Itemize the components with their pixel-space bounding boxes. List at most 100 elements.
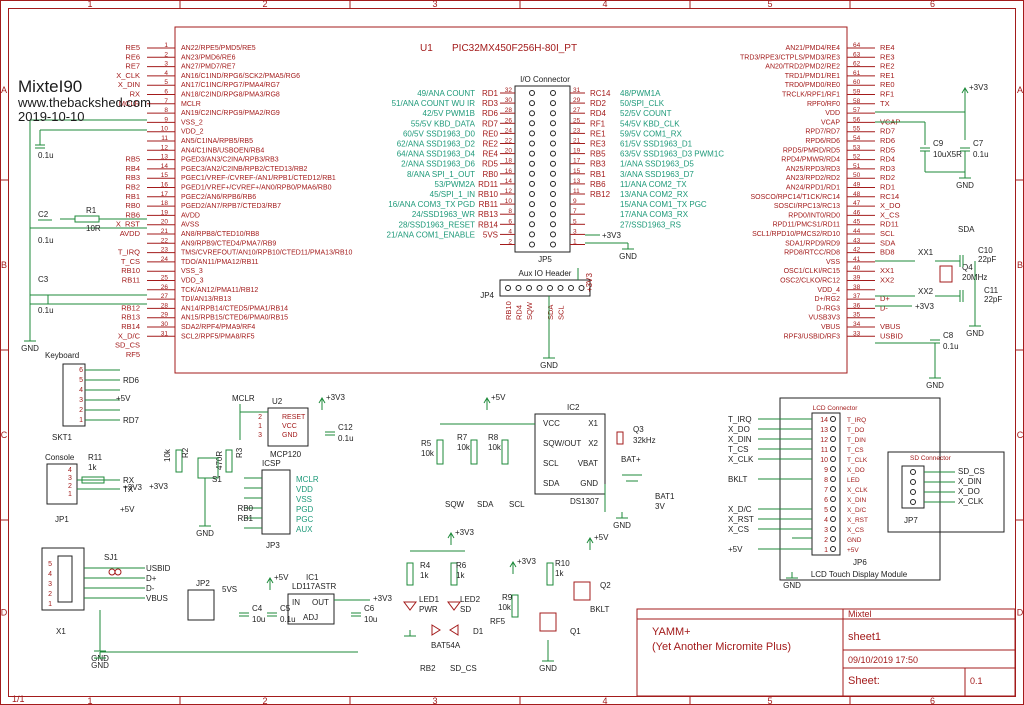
r8-body bbox=[501, 439, 509, 465]
cap-value: 10u bbox=[364, 615, 377, 624]
kbd-pin: 6 bbox=[79, 367, 83, 374]
io-left-function: 64/ANA SSD1963_D4 bbox=[397, 150, 476, 159]
mcp-pin-num: 3 bbox=[258, 432, 262, 439]
u1-left-pin: 17 bbox=[161, 191, 169, 198]
rtc-pin-right: GND bbox=[580, 479, 598, 488]
u1-left-pin: 1 bbox=[164, 42, 168, 49]
io-pin-hole bbox=[550, 170, 556, 177]
u1-left-function: PGEC1/VREF-/CVREF-/AN1/RPB1/CTED12/RB1 bbox=[181, 175, 336, 182]
usb-net: D+ bbox=[146, 574, 157, 583]
r10-ref: R10 bbox=[555, 559, 570, 568]
io-pin-hole bbox=[550, 150, 556, 157]
io-left-net: RB11 bbox=[479, 200, 499, 209]
led2-ref: LED2 bbox=[460, 595, 481, 604]
gnd-label: GND bbox=[91, 661, 109, 670]
sj1-pad bbox=[114, 568, 122, 576]
r2-body bbox=[175, 449, 183, 473]
io-right-net: RE1 bbox=[590, 129, 606, 138]
title-sheet: sheet1 bbox=[848, 631, 881, 643]
lcd-function: X_DO bbox=[847, 467, 865, 474]
icsp-title: ICSP bbox=[262, 459, 281, 468]
io-right-pin: 23 bbox=[573, 127, 581, 134]
c11-ref: C11 bbox=[984, 286, 999, 295]
io-right-pin: 9 bbox=[573, 198, 577, 205]
io-left-function: 51/ANA COUNT WU IR bbox=[392, 99, 476, 108]
sd-body bbox=[901, 465, 925, 509]
vdd4-3v3: +3V3 bbox=[915, 302, 934, 311]
c2-ref: C2 bbox=[38, 210, 49, 219]
aux-pin-hole bbox=[515, 285, 522, 291]
q2-body bbox=[573, 581, 591, 601]
io-left-function: 55/5V KBD_DATA bbox=[411, 119, 476, 128]
u1-left-function: AN18/C2IND/RPG8/PMA3/RG8 bbox=[181, 92, 280, 99]
u1-left-function: AN5/C1INA/RPB5/RB5 bbox=[181, 138, 253, 145]
c10-value: 22pF bbox=[978, 255, 996, 264]
usb-net: VBUS bbox=[146, 594, 168, 603]
gnd-label: GND bbox=[613, 521, 631, 530]
lcd-pin: 1 bbox=[824, 547, 828, 554]
console-rx: RX bbox=[123, 476, 135, 485]
sheet-corner-label: 1/1 bbox=[12, 694, 25, 704]
aux-pin-hole bbox=[526, 285, 532, 291]
lcd-connector: LCD Connector1413121110987654321T_IRQT_D… bbox=[728, 397, 941, 590]
sd-pin-hole bbox=[910, 489, 916, 495]
u1-right-function: TRD0/PMD0/RE0 bbox=[785, 82, 840, 89]
u1-left-pin: 20 bbox=[161, 219, 169, 226]
lcd-caption: LCD Touch Display Module bbox=[811, 570, 908, 579]
io-left-pin: 16 bbox=[505, 168, 513, 175]
ic1-out: OUT bbox=[312, 598, 329, 607]
u1-right-function: AN25/RPD3/RD3 bbox=[786, 166, 840, 173]
rtc-pin-left: SQW/OUT bbox=[543, 439, 581, 448]
kbd-net-5v: +5V bbox=[116, 394, 131, 403]
u1-left-pin: 25 bbox=[161, 275, 169, 282]
console-tx: TX bbox=[123, 485, 134, 494]
u1-left-pin: 15 bbox=[161, 172, 169, 179]
u1-left-function: VSS_3 bbox=[181, 268, 203, 275]
rtc-net: SQW bbox=[445, 500, 465, 509]
lcd-net: X_DIN bbox=[728, 435, 752, 444]
u1-left-pin: 27 bbox=[161, 293, 169, 300]
lcd-pin: 8 bbox=[824, 477, 828, 484]
io-right-pin: 19 bbox=[573, 148, 581, 155]
aux-pin-hole bbox=[547, 285, 553, 291]
lcd-net: X_CLK bbox=[728, 455, 754, 464]
io-right-function: 54/5V KBD_CLK bbox=[620, 119, 680, 128]
usb-net: USBID bbox=[146, 564, 171, 573]
lcd-function: T_DIN bbox=[847, 437, 866, 444]
rtc-body bbox=[534, 413, 606, 495]
cap-ref: C7 bbox=[973, 139, 984, 148]
r5-body bbox=[436, 439, 444, 465]
console-5v: +5V bbox=[120, 505, 135, 514]
u1-left-function: SCL2/RPF5/PMA8/RF5 bbox=[181, 333, 255, 340]
u1-right-function: RPD11/PMCS1/RD11 bbox=[773, 222, 841, 229]
col-label: 1 bbox=[87, 696, 92, 705]
u1-right-function: VDD_4 bbox=[817, 287, 840, 294]
u1-right-net: RD4 bbox=[880, 155, 895, 164]
mcp-pin-name: RESET bbox=[282, 414, 306, 421]
lcd-net: BKLT bbox=[728, 475, 748, 484]
r6-body bbox=[450, 562, 458, 586]
aux-pin-hole bbox=[557, 285, 564, 291]
rtc-pin-right: X1 bbox=[588, 419, 598, 428]
inner-frame bbox=[8, 8, 1016, 697]
r2-value: 10k bbox=[163, 448, 172, 462]
u1-right-net: RD5 bbox=[880, 145, 895, 154]
io-right-net: RB12 bbox=[590, 190, 611, 199]
led2-label: SD bbox=[460, 605, 471, 614]
supply-label: +3V3 bbox=[517, 557, 536, 566]
u1-left-pin: 23 bbox=[161, 247, 169, 254]
lcd-net: X_CS bbox=[728, 525, 749, 534]
u1-right-function: VCAP bbox=[821, 119, 840, 126]
u1-right-net: SDA bbox=[880, 238, 895, 247]
row-label: B bbox=[1017, 260, 1023, 270]
u1-left-pin: 30 bbox=[161, 321, 169, 328]
io-left-function: 62/ANA SSD1963_D2 bbox=[397, 140, 476, 149]
bat-plus: BAT+ bbox=[621, 455, 641, 464]
lcd-pin-hole bbox=[830, 546, 836, 552]
u1-left-net: RE6 bbox=[125, 52, 140, 61]
row-label: C bbox=[1, 430, 8, 440]
u1-left-net: MCLR bbox=[119, 99, 141, 108]
gnd-label: GND bbox=[539, 664, 557, 673]
